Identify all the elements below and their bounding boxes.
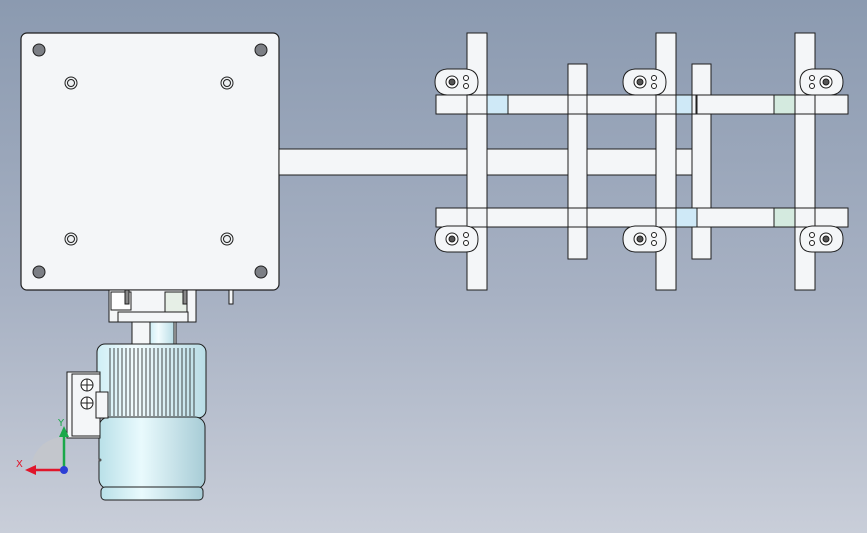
linkage-frame[interactable] [434, 32, 849, 291]
rail-pad [675, 207, 698, 228]
mounting-hole-icon [254, 43, 268, 57]
rail-pad [486, 94, 509, 115]
mounting-hole-icon [254, 265, 268, 279]
pivot-clamp-icon[interactable] [622, 225, 667, 253]
pivot-clamp-icon[interactable] [434, 68, 479, 96]
mounting-hole-icon [32, 265, 46, 279]
mounting-hole-icon [220, 76, 234, 90]
axis-triad: Y X [16, 418, 69, 475]
x-axis-label: X [16, 459, 23, 470]
mounting-hole-icon [64, 232, 78, 246]
terminal-screw-icon [80, 396, 94, 410]
rail-pad [773, 94, 796, 115]
shaft-segment [675, 148, 693, 176]
x-arrow-icon [25, 465, 36, 475]
mounting-hole-icon [32, 43, 46, 57]
z-axis-dot-icon [60, 466, 68, 474]
cooling-fins [109, 348, 195, 416]
shaft-segment [486, 148, 569, 176]
y-arrow-icon [59, 426, 69, 437]
electric-motor[interactable] [66, 343, 207, 501]
vertical-bar[interactable] [567, 63, 588, 260]
pivot-clamp-icon[interactable] [799, 225, 844, 253]
mounting-hole-icon [64, 76, 78, 90]
pivot-clamp-icon[interactable] [622, 68, 667, 96]
shaft-segment [586, 148, 657, 176]
mounting-hole-icon [220, 232, 234, 246]
gearbox-housing[interactable] [20, 32, 280, 291]
pivot-clamp-icon[interactable] [434, 225, 479, 253]
rail-pad [773, 207, 796, 228]
vertical-bar[interactable] [691, 63, 712, 260]
pivot-clamp-icon[interactable] [799, 68, 844, 96]
motor-adapter[interactable] [108, 289, 234, 345]
terminal-screw-icon [80, 378, 94, 392]
y-axis-label: Y [57, 418, 65, 429]
